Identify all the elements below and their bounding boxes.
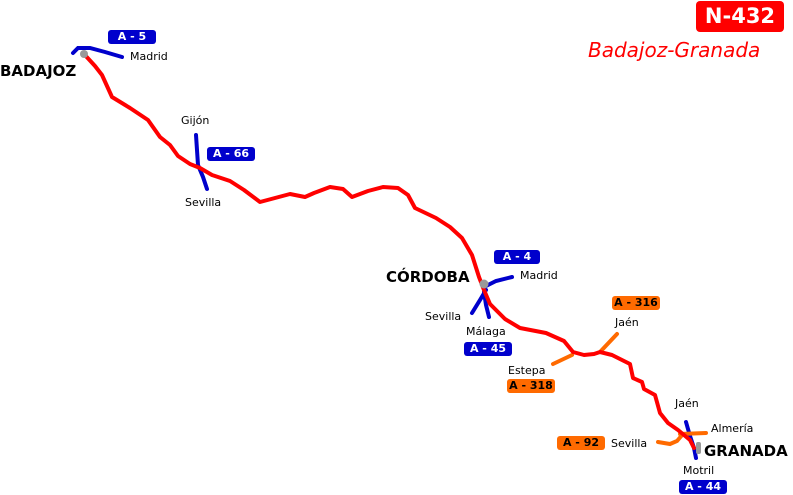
- granada-dot: [696, 442, 701, 454]
- a92-road-line: [656, 432, 685, 447]
- badge-a318: A - 318: [507, 379, 555, 393]
- route-title: Badajoz-Granada: [588, 38, 761, 62]
- city-badajoz: BADAJOZ: [0, 62, 77, 80]
- a318-road-line: [551, 353, 574, 366]
- city-granada: GRANADA: [704, 442, 788, 460]
- road-id-badge: N-432: [696, 1, 784, 32]
- label-a4-madrid: Madrid: [520, 269, 558, 282]
- badge-a44: A - 44: [679, 480, 727, 494]
- label-a318-estepa: Estepa: [508, 364, 546, 377]
- a316-road-line: [598, 332, 619, 354]
- badajoz-dot: [80, 50, 88, 58]
- city-cordoba: CÓRDOBA: [386, 268, 470, 286]
- badge-a66: A - 66: [207, 147, 255, 161]
- badge-a45: A - 45: [464, 342, 512, 356]
- label-a92-sevilla: Sevilla: [611, 437, 648, 450]
- a5-road-line: [71, 46, 124, 59]
- badge-a316: A - 316: [612, 296, 660, 310]
- label-a45-sevilla: Sevilla: [425, 310, 462, 323]
- cordoba-dot: [479, 279, 489, 289]
- label-a66-sevilla: Sevilla: [185, 196, 222, 209]
- label-a45-malaga: Málaga: [466, 325, 506, 338]
- label-a5-madrid: Madrid: [130, 50, 168, 63]
- label-a316-jaen: Jaén: [615, 316, 639, 329]
- n432-route-line: [82, 52, 696, 450]
- label-almeria: Almería: [711, 422, 754, 435]
- label-a44-jaen: Jaén: [675, 397, 699, 410]
- label-a66-gijon: Gijón: [181, 114, 210, 127]
- label-a44-motril: Motril: [683, 464, 715, 477]
- a66-road-line: [194, 133, 209, 191]
- badge-a5: A - 5: [108, 30, 156, 44]
- badge-a92: A - 92: [557, 436, 605, 450]
- badge-a4: A - 4: [494, 250, 540, 264]
